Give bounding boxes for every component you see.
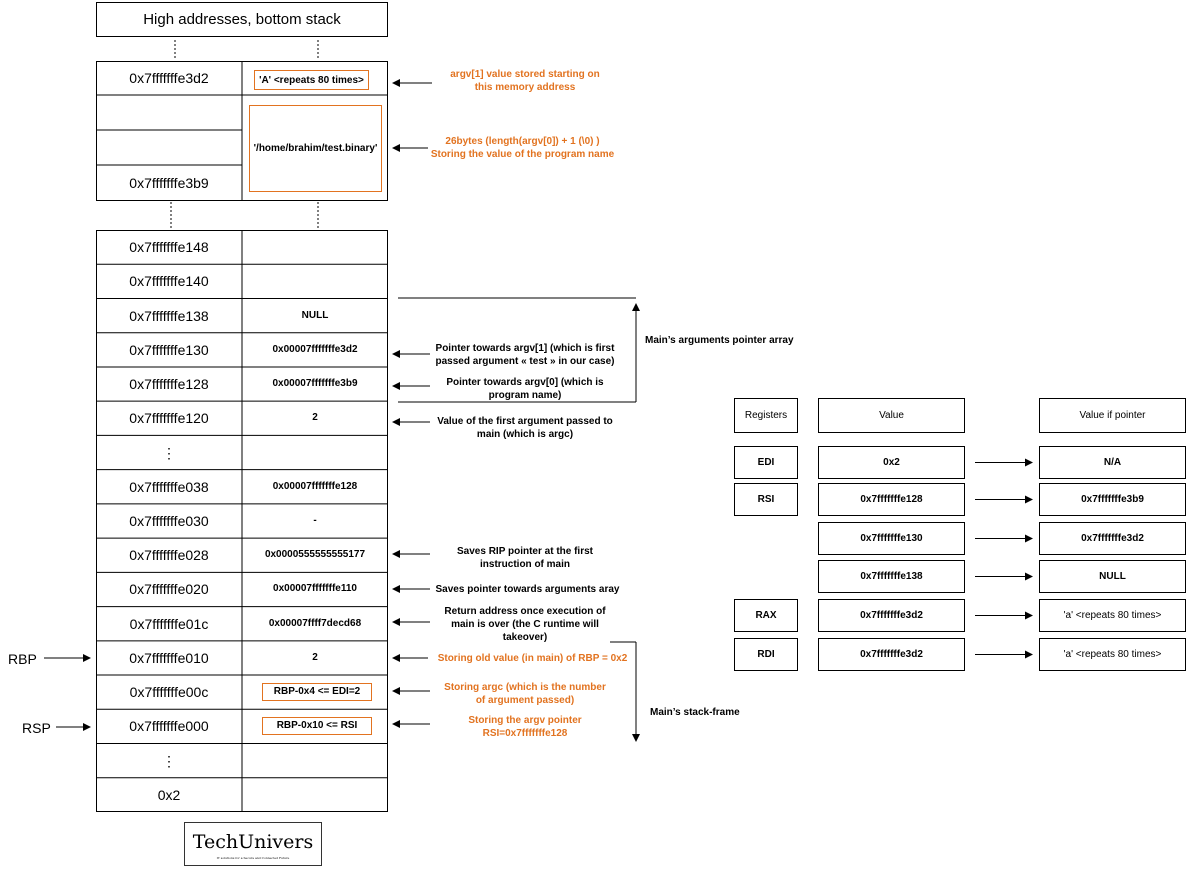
stack-row-value: RBP-0x10 <= RSI [262, 717, 372, 736]
progname-value: '/home/brahim/test.binary' [253, 143, 378, 154]
register-header-0: Registers [734, 398, 798, 433]
stack-row-value: 0x00007ffff7decd68 [268, 617, 362, 629]
progname-value-box: '/home/brahim/test.binary' [249, 105, 382, 192]
register-cell-value: 0x7fffffffe138 [818, 560, 965, 593]
register-cell-reg: EDI [734, 446, 798, 479]
stack-row-address: 0x7fffffffe020 [129, 581, 209, 598]
stack-row-value: 0x00007fffffffe110 [273, 583, 357, 595]
argv1-value-box: 'A' <repeats 80 times> [254, 70, 369, 90]
logo-tagline: IT solutions for a Secure and Connected … [216, 856, 290, 860]
upper-addr-bottom: 0x7fffffffe3b9 [129, 175, 209, 191]
note-argc-value: Value of the first argument passed to ma… [437, 416, 613, 440]
rbp-label: RBP [8, 651, 37, 667]
rsp-label: RSP [22, 720, 51, 736]
stack-row-address: ⋮ [162, 444, 176, 461]
argv1-value: 'A' <repeats 80 times> [259, 74, 364, 86]
register-cell-pointer: 0x7fffffffe3b9 [1039, 483, 1186, 516]
stack-row-value: NULL [301, 309, 329, 321]
note-saves-args: Saves pointer towards arguments aray [435, 584, 620, 595]
stack-row-address: 0x7fffffffe148 [129, 239, 209, 256]
note-store-argc: Storing argc (which is the number of arg… [444, 682, 606, 706]
header-title: High addresses, bottom stack [143, 11, 341, 28]
stack-row-value: 2 [312, 412, 318, 424]
register-cell-value: 0x2 [818, 446, 965, 479]
stack-row-address: ⋮ [162, 752, 176, 769]
register-cell-pointer: 'a' <repeats 80 times> [1039, 599, 1186, 632]
note-ptr-argv0: Pointer towards argv[0] (which is progra… [446, 377, 604, 401]
techunivers-logo: TechUnivers IT solutions for a Secure an… [184, 822, 322, 866]
register-cell-pointer: 'a' <repeats 80 times> [1039, 638, 1186, 671]
register-header-1: Value [818, 398, 965, 433]
note-saves-rip: Saves RIP pointer at the first instructi… [457, 546, 593, 570]
register-cell-value: 0x7fffffffe128 [818, 483, 965, 516]
stack-row-value: 0x00007fffffffe3d2 [272, 343, 358, 355]
note-old-rbp: Storing old value (in main) of RBP = 0x2 [437, 653, 628, 664]
stack-row-value: - [313, 515, 317, 526]
stack-row-address: 0x2 [157, 786, 181, 803]
note-store-argv: Storing the argv pointer RSI=0x7fffffffe… [468, 715, 582, 739]
stack-row-address: 0x7fffffffe120 [129, 410, 209, 427]
register-cell-pointer: N/A [1039, 446, 1186, 479]
note-ptr-argv1: Pointer towards argv[1] (which is first … [435, 343, 615, 367]
stack-row-address: 0x7fffffffe128 [129, 376, 209, 393]
note-return-addr: Return address once execution of main is… [444, 606, 606, 643]
stack-row-value: 0x00007fffffffe3b9 [272, 378, 358, 390]
register-cell-reg: RAX [734, 599, 798, 632]
register-cell-value: 0x7fffffffe130 [818, 522, 965, 555]
stack-row-address: 0x7fffffffe028 [129, 547, 209, 564]
upper-addr-top: 0x7fffffffe3d2 [129, 70, 209, 86]
stack-row-address: 0x7fffffffe030 [129, 513, 209, 529]
register-cell-pointer: 0x7fffffffe3d2 [1039, 522, 1186, 555]
register-cell-reg: RDI [734, 638, 798, 671]
label-args-array: Main’s arguments pointer array [645, 335, 794, 346]
stack-row-value: 0x0000555555555177 [264, 549, 366, 561]
label-stack-frame: Main’s stack-frame [650, 707, 740, 718]
register-cell-reg: RSI [734, 483, 798, 516]
register-header-2: Value if pointer [1039, 398, 1186, 433]
stack-row-address: 0x7fffffffe00c [129, 684, 209, 701]
high-addresses-header: High addresses, bottom stack [96, 2, 388, 37]
stack-row-address: 0x7fffffffe010 [129, 649, 209, 666]
register-cell-value: 0x7fffffffe3d2 [818, 599, 965, 632]
stack-row-value: RBP-0x4 <= EDI=2 [262, 683, 372, 702]
register-cell-pointer: NULL [1039, 560, 1186, 593]
stack-row-address: 0x7fffffffe038 [129, 478, 209, 495]
stack-row-value: 0x00007fffffffe128 [272, 480, 358, 492]
note-progname: 26bytes (length(argv[0]) + 1 (\0) ) Stor… [430, 136, 615, 160]
stack-row-value: 2 [312, 651, 318, 663]
register-cell-value: 0x7fffffffe3d2 [818, 638, 965, 671]
stack-row-address: 0x7fffffffe000 [129, 718, 209, 735]
logo-name: TechUnivers [192, 831, 314, 853]
stack-row-address: 0x7fffffffe130 [129, 341, 209, 358]
note-argv1: argv[1] value stored starting on this me… [450, 69, 600, 93]
stack-row-address: 0x7fffffffe140 [129, 273, 209, 290]
stack-row-address: 0x7fffffffe01c [129, 615, 209, 632]
stack-row-address: 0x7fffffffe138 [129, 307, 209, 324]
